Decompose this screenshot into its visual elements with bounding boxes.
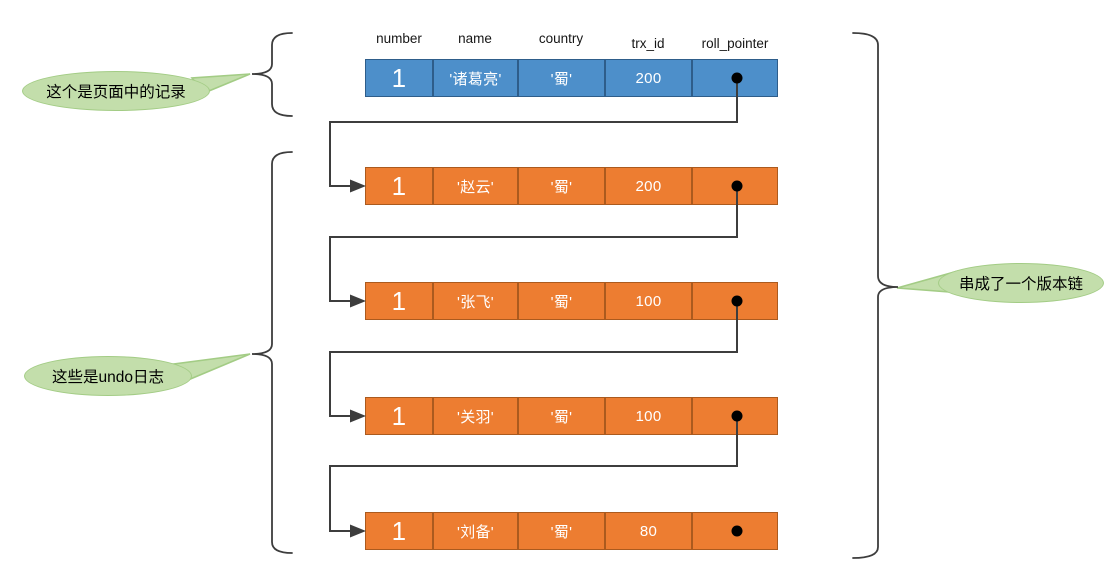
column-header-roll-pointer: roll_pointer	[701, 36, 769, 51]
roll-pointer-dot-icon	[731, 72, 743, 84]
undo-row-3-cell-name: '关羽'	[433, 397, 518, 435]
arrowhead-icon	[350, 179, 366, 193]
undo-row-3-cell-number: 1	[365, 397, 433, 435]
undo-row-2-cell-name: '张飞'	[433, 282, 518, 320]
page-record-bubble: 这个是页面中的记录	[22, 71, 210, 111]
pointer-connector-2	[329, 186, 738, 302]
undo-log-bubble: 这些是undo日志	[24, 356, 192, 396]
undo-row-1-cell-name: '赵云'	[433, 167, 518, 205]
record-cell-trx-id: 200	[605, 59, 692, 97]
roll-pointer-dot-icon	[731, 295, 743, 307]
pointer-connector-1	[329, 78, 738, 187]
undo-row-3-cell-trx-id: 100	[605, 397, 692, 435]
undo-row-4-cell-country: '蜀'	[518, 512, 605, 550]
column-header-number: number	[376, 31, 422, 46]
undo-row-1-cell-trx-id: 200	[605, 167, 692, 205]
undo-row-1-cell-country: '蜀'	[518, 167, 605, 205]
column-header-trx-id: trx_id	[631, 36, 665, 51]
record-brace	[251, 32, 293, 117]
pointer-connector-4	[329, 416, 738, 532]
column-header-country: country	[538, 31, 584, 46]
undo-row-4-cell-name: '刘备'	[433, 512, 518, 550]
version-chain-brace	[852, 32, 899, 559]
record-cell-country: '蜀'	[518, 59, 605, 97]
roll-pointer-dot-icon	[731, 410, 743, 422]
record-cell-name: '诸葛亮'	[433, 59, 518, 97]
undo-row-1-cell-number: 1	[365, 167, 433, 205]
arrowhead-icon	[350, 409, 366, 423]
undo-row-2-cell-number: 1	[365, 282, 433, 320]
undo-row-3-cell-country: '蜀'	[518, 397, 605, 435]
record-row: 1 '诸葛亮' '蜀' 200	[365, 59, 778, 97]
version-chain-bubble: 串成了一个版本链	[938, 263, 1104, 303]
undo-row-4-cell-trx-id: 80	[605, 512, 692, 550]
arrowhead-icon	[350, 294, 366, 308]
undo-row-2: 1 '张飞' '蜀' 100	[365, 282, 778, 320]
record-cell-number: 1	[365, 59, 433, 97]
undo-row-2-cell-trx-id: 100	[605, 282, 692, 320]
column-header-name: name	[458, 31, 492, 46]
roll-pointer-dot-icon	[731, 180, 743, 192]
undo-row-3: 1 '关羽' '蜀' 100	[365, 397, 778, 435]
arrowhead-icon	[350, 524, 366, 538]
undo-row-2-cell-country: '蜀'	[518, 282, 605, 320]
roll-pointer-dot-icon	[731, 525, 743, 537]
undo-logs-brace	[251, 151, 293, 554]
undo-row-4: 1 '刘备' '蜀' 80	[365, 512, 778, 550]
undo-row-1: 1 '赵云' '蜀' 200	[365, 167, 778, 205]
pointer-connector-3	[329, 301, 738, 417]
